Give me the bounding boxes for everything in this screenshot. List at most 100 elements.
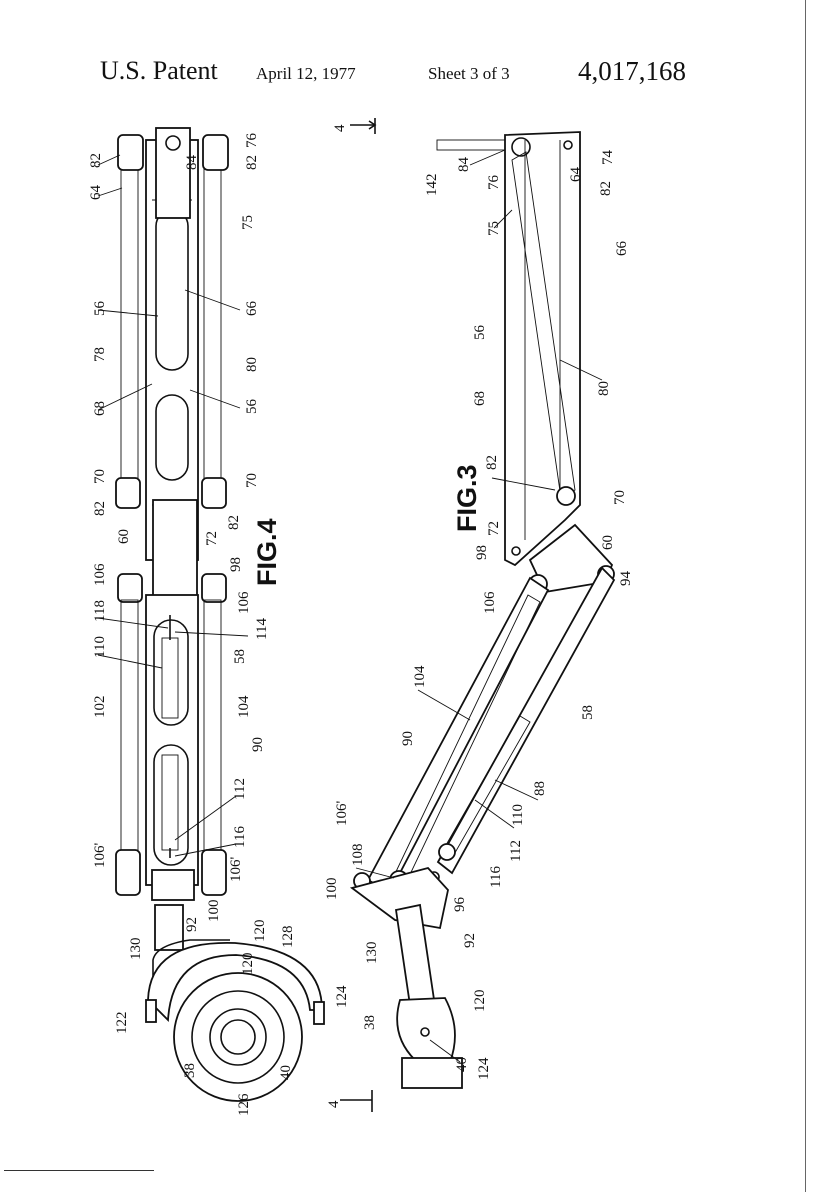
fig3-ref-110: 110 [510,804,526,826]
fig3-ref-100: 100 [324,878,340,901]
fig3-ref-38: 38 [362,1015,378,1030]
patent-header-date: April 12, 1977 [256,64,356,83]
block-92 [349,866,449,930]
fig4-ref-92: 92 [184,917,200,932]
fig3-ref-56: 56 [472,325,488,341]
fig4-ref-56: 56 [244,399,260,415]
fig4-ref-56: 56 [92,301,108,317]
spring-80-side [511,151,576,499]
fig3-title: FIG.3 [452,464,482,532]
fig3-ref-120: 120 [472,990,488,1013]
bottom-rule [4,1170,154,1171]
fig4-ref-100: 100 [206,900,222,923]
patent-header-number: 4,017,168 [578,56,686,86]
cup-124 [401,1057,463,1089]
spring-78 [120,164,139,486]
fig3-ref-90: 90 [400,731,416,746]
fig4-ref-80: 80 [244,357,260,372]
fig3-ref-94: 94 [618,571,634,587]
fig3-ref-88: 88 [532,781,548,796]
fig3-ref-108: 108 [350,844,366,867]
fig4-ref-84: 84 [184,155,200,171]
fig4-ref-64: 64 [88,185,104,201]
fig4-ref-98: 98 [228,557,244,572]
fig4-ref-104: 104 [236,695,252,718]
fig4-ref-106-prime: 106' [92,843,108,869]
fig4-ref-112: 112 [232,778,248,800]
fig3-ref-104: 104 [412,665,428,688]
fig4-ref-75: 75 [240,215,256,230]
page-edge-line [805,0,806,1192]
fig3-ref-112: 112 [508,840,524,862]
patent-header-title: U.S. Patent [100,56,218,85]
fig4-ref-102: 102 [92,696,108,719]
fig4-ref-82: 82 [92,501,108,516]
fig4-ref-72: 72 [204,531,220,546]
fig4-ref-90: 90 [250,737,266,752]
fig4-ref-68: 68 [92,401,108,416]
fig4-title: FIG.4 [252,518,282,586]
fig4-ref-70: 70 [92,469,108,484]
fig4-ref-106: 106 [92,563,108,586]
fig3-ref-92: 92 [462,933,478,948]
fig3-ref-75: 75 [486,221,502,236]
fig4-ref-120: 120 [240,953,256,976]
fig4-ref-116: 116 [232,826,248,848]
pivot-84 [165,135,181,151]
fig4-drawing [115,127,325,1102]
fig4-ref-124: 124 [334,985,350,1008]
spring-102 [120,599,139,856]
fig3-ref-106-prime: 106' [334,801,350,827]
fig3-ref-96: 96 [452,897,468,913]
fig4-ref-60: 60 [116,529,132,544]
link-60 [152,499,198,601]
fig3-ref-58: 58 [580,705,596,720]
fig4-ref-70: 70 [244,473,260,488]
end-cap-82-left [117,134,144,171]
ball-38 [173,972,303,1102]
fig4-ref-82: 82 [88,153,104,168]
fig4-ref-82: 82 [244,155,260,170]
fig3-ref-74: 74 [600,150,616,166]
fig4-ref-118: 118 [92,600,108,622]
fig4-ref-66: 66 [244,301,260,317]
fig4-ref-128: 128 [280,926,296,949]
pivot-70 [556,486,576,506]
fig3-ref-76: 76 [486,175,502,191]
arm-58-side [436,566,616,875]
fig4-labels: FIG.4 82 64 84 76 82 75 56 66 78 68 56 8… [88,133,350,1117]
fig3-ref-142: 142 [424,174,440,197]
stem-130 [154,904,184,951]
fig4-ref-38: 38 [182,1063,198,1078]
fig3-ref-70: 70 [612,490,628,505]
fig4-ref-120: 120 [252,920,268,943]
fig3-labels: FIG.3 4 142 84 76 64 82 74 75 66 56 68 8… [324,124,634,1108]
fig3-ref-82: 82 [484,455,500,470]
fig3-ref-130: 130 [364,942,380,965]
fig3-ref-64: 64 [568,167,584,183]
fig4-ref-82: 82 [226,515,242,530]
end-cap-82-right [202,134,229,171]
fig3-section-4: 4 [332,124,348,132]
fig4-ref-106: 106 [236,591,252,614]
fig3-ref-116: 116 [488,866,504,888]
fig4-ref-110: 110 [92,636,108,658]
threaded-rod-142 [436,139,510,151]
pivot-116 [438,843,456,861]
fig4-ref-130: 130 [128,938,144,961]
fig3-ref-84: 84 [456,157,472,173]
fig3-ref-98: 98 [474,545,490,560]
fig3-ref-124: 124 [476,1057,492,1080]
fig4-ref-106-prime: 106' [228,857,244,883]
pivot-82-top [511,137,531,157]
fig4-ref-58: 58 [232,649,248,664]
fig3-ref-66: 66 [614,241,630,257]
fig4-ref-76: 76 [244,133,260,149]
slot-middle [155,394,189,481]
fig3-ref-82: 82 [598,181,614,196]
fig4-ref-122: 122 [114,1012,130,1035]
fig4-ref-40: 40 [278,1065,294,1080]
fig3-ref-60: 60 [600,535,616,550]
fig3-ref-80: 80 [596,381,612,396]
